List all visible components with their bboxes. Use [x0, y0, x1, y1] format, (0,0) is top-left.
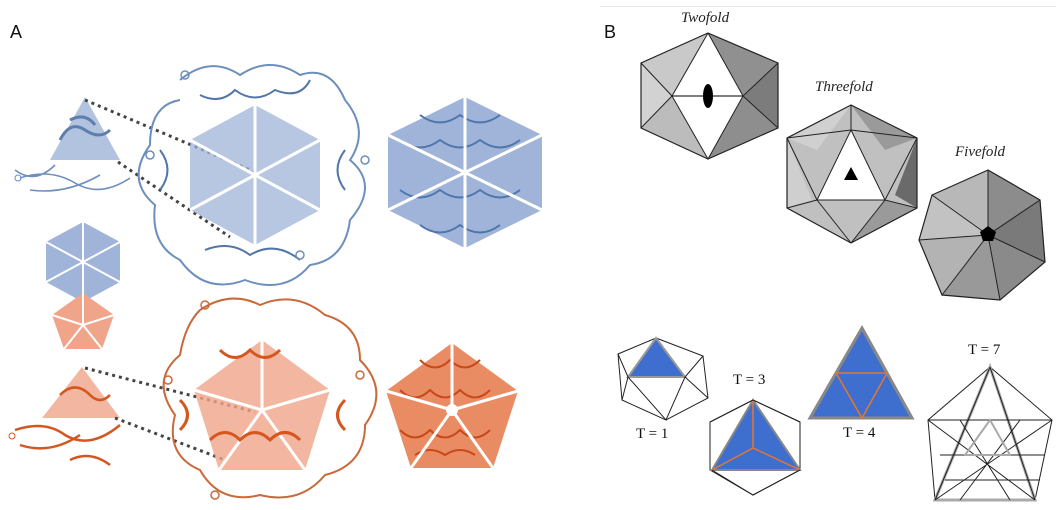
dotted-connector-pentamer — [84, 366, 256, 462]
label-t7: T = 7 — [968, 342, 1001, 358]
label-t1: T = 1 — [636, 426, 669, 442]
pentamer-subunit-triangle — [8, 367, 121, 467]
hexamer-surface-view — [387, 97, 543, 248]
hexamer-subunit-triangle — [14, 97, 131, 192]
icosahedron-twofold — [640, 32, 779, 161]
triangulation-t7 — [927, 362, 1053, 502]
dotted-connector-hexamer — [84, 98, 256, 239]
panel-b-label: B — [604, 22, 617, 42]
triangulation-t1 — [617, 336, 709, 421]
pentamer-surface-view — [385, 343, 519, 469]
label-t4: T = 4 — [843, 425, 876, 441]
label-twofold: Twofold — [681, 10, 730, 26]
label-threefold: Threefold — [815, 79, 873, 95]
hexamer-ribbon-assembly — [137, 64, 370, 286]
pentagon-schematic — [51, 293, 115, 350]
pentamer-ribbon-assembly — [162, 297, 378, 500]
hexagon-schematic — [45, 222, 121, 302]
panel-a-figure — [8, 64, 543, 500]
icosahedron-threefold — [786, 104, 918, 244]
icosahedron-fivefold — [918, 169, 1046, 301]
triangulation-t3 — [709, 398, 802, 496]
label-t3: T = 3 — [733, 372, 766, 388]
panel-b-top-border — [600, 6, 1056, 7]
label-fivefold: Fivefold — [955, 144, 1005, 160]
panel-a-label: A — [10, 22, 23, 42]
triangulation-t4 — [807, 324, 915, 420]
